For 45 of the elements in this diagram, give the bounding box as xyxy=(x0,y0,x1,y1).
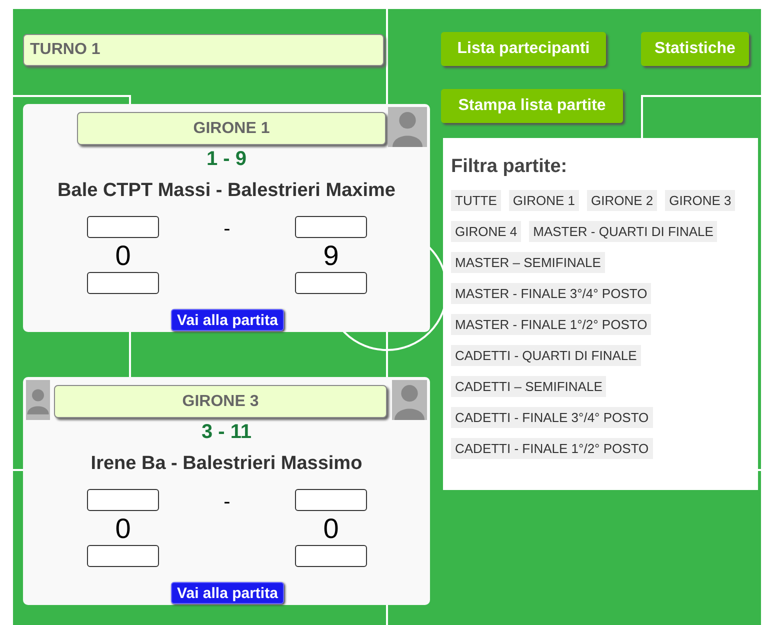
filter-tag: MASTER - FINALE 1°/2° POSTO xyxy=(451,314,652,335)
filter-heading: Filtra partite: xyxy=(451,156,568,178)
person-silhouette-icon xyxy=(388,107,427,147)
group-heading: GIRONE 1 xyxy=(77,112,386,145)
filter-tag: TUTTE xyxy=(451,190,501,211)
filter-tag: CADETTI - QUARTI DI FINALE xyxy=(451,345,641,366)
match-score: 1 - 9 xyxy=(205,148,248,171)
nav-button: Lista partecipanti xyxy=(441,32,606,66)
filter-tag: GIRONE 3 xyxy=(665,190,736,211)
set-score: 0 xyxy=(114,513,132,545)
filter-tag: MASTER - QUARTI DI FINALE xyxy=(529,221,718,242)
filter-tag: MASTER – SEMIFINALE xyxy=(451,252,605,273)
set-score: 0 xyxy=(114,240,132,272)
match-button: Vai alla partita xyxy=(171,309,284,331)
match-players: Irene Ba - Balestrieri Massimo xyxy=(90,453,364,475)
filter-tag: CADETTI – SEMIFINALE xyxy=(451,376,606,397)
input-field xyxy=(87,545,159,567)
match-players: Bale CTPT Massi - Balestrieri Maxime xyxy=(56,180,396,202)
match-button: Vai alla partita xyxy=(171,582,284,604)
filter-tag: MASTER - FINALE 3°/4° POSTO xyxy=(451,283,652,304)
nav-button: Statistiche xyxy=(641,32,749,66)
match-card xyxy=(23,104,430,332)
group-heading: GIRONE 3 xyxy=(54,385,387,418)
input-field xyxy=(295,216,367,238)
set-score: 9 xyxy=(322,240,340,272)
match-score: 3 - 11 xyxy=(200,421,253,444)
filter-tag: CADETTI - FINALE 3°/4° POSTO xyxy=(451,407,653,428)
filter-tag: GIRONE 2 xyxy=(587,190,658,211)
input-field xyxy=(87,489,159,511)
input-field xyxy=(295,272,367,294)
set-score: 0 xyxy=(322,513,340,545)
round-heading: TURNO 1 xyxy=(23,34,384,66)
input-field xyxy=(295,545,367,567)
score-separator: - xyxy=(222,218,232,241)
person-silhouette-icon xyxy=(26,380,50,420)
filter-tag: GIRONE 1 xyxy=(508,190,580,211)
filter-tag: CADETTI - FINALE 1°/2° POSTO xyxy=(451,438,653,459)
filter-tag: GIRONE 4 xyxy=(451,221,522,242)
input-field xyxy=(87,272,159,294)
person-silhouette-icon xyxy=(392,380,427,420)
input-field xyxy=(87,216,159,238)
match-card xyxy=(23,377,430,605)
score-separator: - xyxy=(222,491,232,514)
print-button: Stampa lista partite xyxy=(441,89,623,123)
input-field xyxy=(295,489,367,511)
